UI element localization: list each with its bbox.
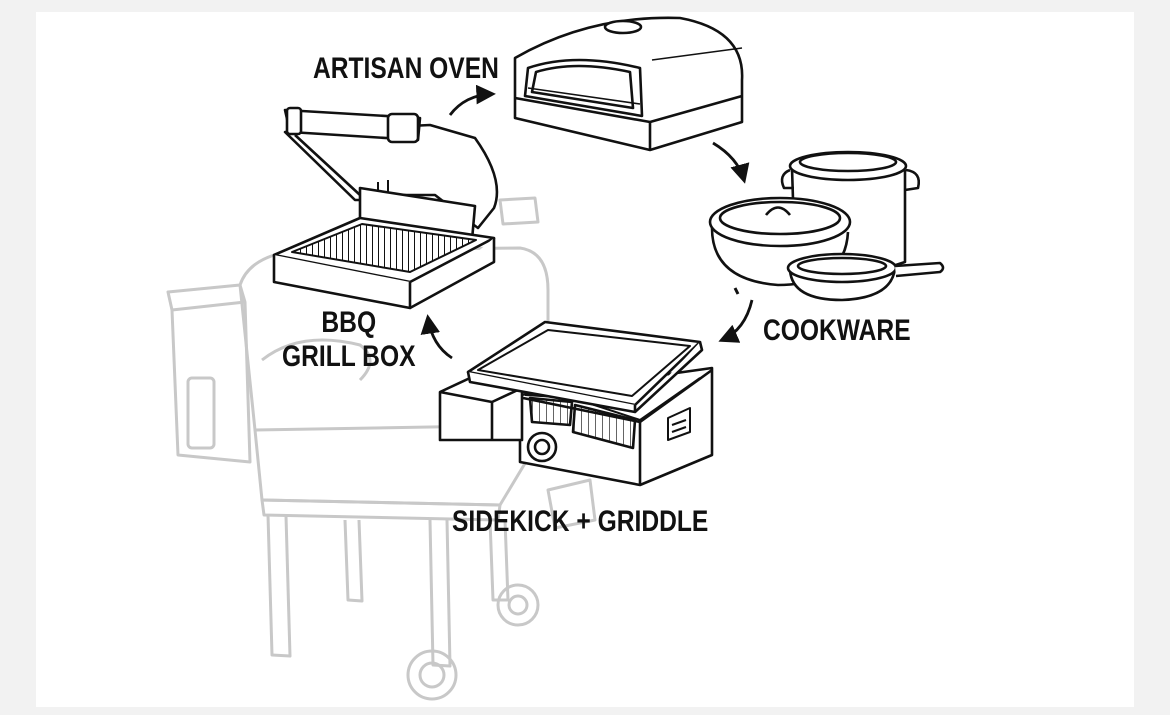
bbq-label-line-2: GRILL BOX — [282, 340, 416, 373]
sidekick-griddle-label: SIDEKICK + GRIDDLE — [452, 505, 709, 538]
pellet-grill-base — [166, 196, 597, 701]
cookware-illustration — [708, 150, 945, 302]
flow-arrows — [420, 84, 754, 360]
arrow-bbq-to-oven — [448, 84, 496, 116]
artisan-oven-illustration — [513, 16, 744, 152]
arrow-sidekick-to-bbq — [420, 314, 453, 360]
bbq-label-line-1: BBQ — [321, 306, 377, 339]
artisan-oven-label: ARTISAN OVEN — [313, 52, 499, 85]
cookware-label: COOKWARE — [763, 314, 911, 347]
arrow-cookware-to-sidekick — [718, 299, 754, 343]
sidekick-griddle-illustration — [438, 320, 714, 487]
bbq-grill-box-illustration — [272, 106, 499, 310]
arrow-oven-to-cookware — [712, 141, 750, 184]
bbq-grill-box-label: BBQ GRILL BOX — [282, 306, 415, 374]
